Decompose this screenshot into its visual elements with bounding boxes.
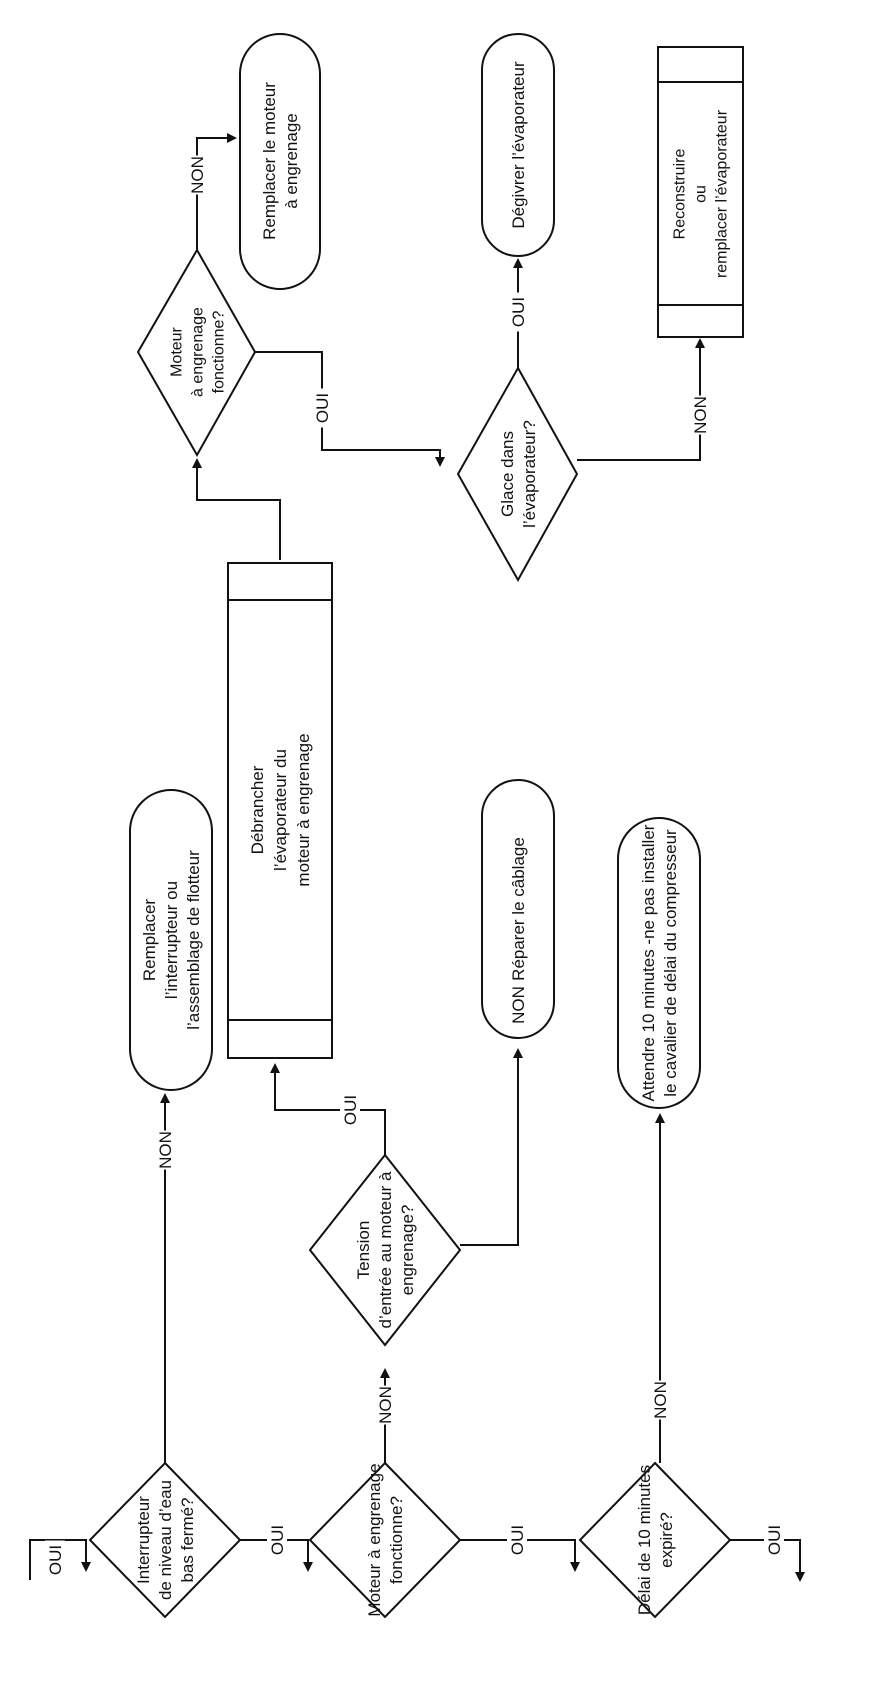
connector-d5-r4 bbox=[196, 133, 237, 250]
edge-label-backdrop bbox=[375, 1385, 395, 1425]
node-text-line: l’interrupteur ou bbox=[162, 881, 181, 999]
edge-label-backdrop bbox=[508, 985, 528, 1025]
connector-entry bbox=[29, 1539, 91, 1580]
result-repair-wiring bbox=[481, 779, 555, 1039]
label-d5-non: NON bbox=[188, 156, 207, 194]
node-text-line: Glace dans bbox=[498, 431, 517, 517]
connector-d2-d3 bbox=[460, 1539, 580, 1572]
edge-labels: OUI OUI OUI OUI NON NON NON OUI NON NON … bbox=[45, 155, 784, 1580]
label-d2-non: NON bbox=[376, 1386, 395, 1424]
label-entry-oui: OUI bbox=[46, 1545, 65, 1575]
label-d1-non: NON bbox=[156, 1131, 175, 1169]
node-text-line: Moteur bbox=[169, 326, 186, 376]
node-text-line: expiré? bbox=[657, 1512, 676, 1568]
node-text-line: Reconstruire bbox=[672, 149, 689, 240]
node-text-line: l’assemblage de flotteur bbox=[184, 850, 203, 1030]
decision-ice-in-evaporator bbox=[456, 365, 579, 583]
connector-d4-r3 bbox=[460, 1048, 523, 1246]
decision-input-voltage bbox=[308, 1153, 462, 1347]
node-text-line: à engrenage bbox=[282, 113, 301, 208]
connector-d5-d6 bbox=[255, 351, 445, 467]
edge-label-backdrop bbox=[267, 1520, 287, 1560]
node-text-line: Interrupteur bbox=[134, 1496, 153, 1584]
node-text-line: Délai de 10 minutes bbox=[635, 1465, 654, 1615]
decision-delay-expired bbox=[578, 1461, 732, 1619]
node-text-line: engrenage? bbox=[398, 1205, 417, 1296]
result-replace-switch bbox=[129, 789, 213, 1091]
node-text-line: Tension bbox=[354, 1221, 373, 1280]
text-r3: Réparer le câblage bbox=[509, 837, 528, 981]
decision-low-water-switch bbox=[88, 1461, 242, 1619]
label-d6-non: NON bbox=[691, 396, 710, 434]
node-text-line: Débrancher bbox=[248, 765, 267, 854]
label-d3-oui: OUI bbox=[765, 1525, 784, 1555]
node-text-line: à engrenage bbox=[190, 307, 207, 397]
node-text-line: Moteur à engrenage bbox=[365, 1463, 384, 1616]
node-text-line: fonctionne? bbox=[211, 311, 228, 394]
connector-d3-exit bbox=[730, 1539, 805, 1582]
label-d4-non: NON bbox=[509, 986, 528, 1024]
text-r5: Dégivrer l’évaporateur bbox=[509, 61, 528, 229]
node-text-line: Réparer le câblage bbox=[509, 837, 528, 981]
label-d4-oui: OUI bbox=[341, 1095, 360, 1125]
decision-gear-motor-running-2 bbox=[136, 247, 257, 458]
edge-label-backdrop bbox=[764, 1520, 784, 1560]
process-rebuild-evaporator bbox=[657, 46, 744, 338]
node-text-line: Dégivrer l’évaporateur bbox=[509, 61, 528, 229]
edge-label-backdrop bbox=[690, 395, 710, 435]
node-text-line: Attendre 10 minutes -ne pas installer bbox=[639, 824, 658, 1101]
node-text-line: le cavalier de délai du compresseur bbox=[661, 829, 680, 1097]
label-d2-oui: OUI bbox=[508, 1525, 527, 1555]
result-wait-10-minutes bbox=[617, 817, 701, 1109]
edge-label-backdrop bbox=[45, 1540, 65, 1580]
node-text-line: d’entrée au moteur à bbox=[376, 1171, 395, 1328]
edge-label-backdrop bbox=[155, 1130, 175, 1170]
edge-label-backdrop bbox=[187, 155, 207, 195]
result-replace-gear-motor bbox=[239, 33, 321, 290]
node-text-line: remplacer l’évaporateur bbox=[714, 109, 731, 278]
result-defrost-evaporator bbox=[481, 33, 555, 257]
edge-label-backdrop bbox=[312, 388, 332, 428]
connector-p1-d5 bbox=[192, 458, 281, 560]
edge-label-backdrop bbox=[508, 292, 528, 332]
edge-label-backdrop bbox=[340, 1090, 360, 1130]
process-disconnect-evaporator bbox=[227, 562, 333, 1059]
connector-d4-p1 bbox=[270, 1063, 386, 1155]
label-d1-oui: OUI bbox=[268, 1525, 287, 1555]
node-text-line: moteur à engrenage bbox=[294, 733, 313, 886]
node-text-line: l’évaporateur? bbox=[520, 420, 539, 528]
connector-d6-p2 bbox=[577, 338, 705, 461]
label-d6-oui: OUI bbox=[509, 297, 528, 327]
node-text-line: Remplacer le moteur bbox=[260, 82, 279, 240]
decision-gear-motor-running bbox=[308, 1461, 462, 1619]
label-d5-oui: OUI bbox=[313, 393, 332, 423]
node-text-line: de niveau d’eau bbox=[156, 1480, 175, 1600]
node-text-line: l’évaporateur du bbox=[271, 749, 290, 871]
edge-label-backdrop bbox=[507, 1520, 527, 1560]
edge-label-backdrop bbox=[650, 1380, 670, 1420]
node-text-line: fonctionne? bbox=[387, 1496, 406, 1584]
node-text-line: bas fermé? bbox=[178, 1497, 197, 1582]
node-text-line: Remplacer bbox=[140, 899, 159, 982]
node-text-line: ou bbox=[693, 185, 710, 203]
label-d3-non: NON bbox=[651, 1381, 670, 1419]
connector-d1-d2 bbox=[240, 1539, 313, 1572]
